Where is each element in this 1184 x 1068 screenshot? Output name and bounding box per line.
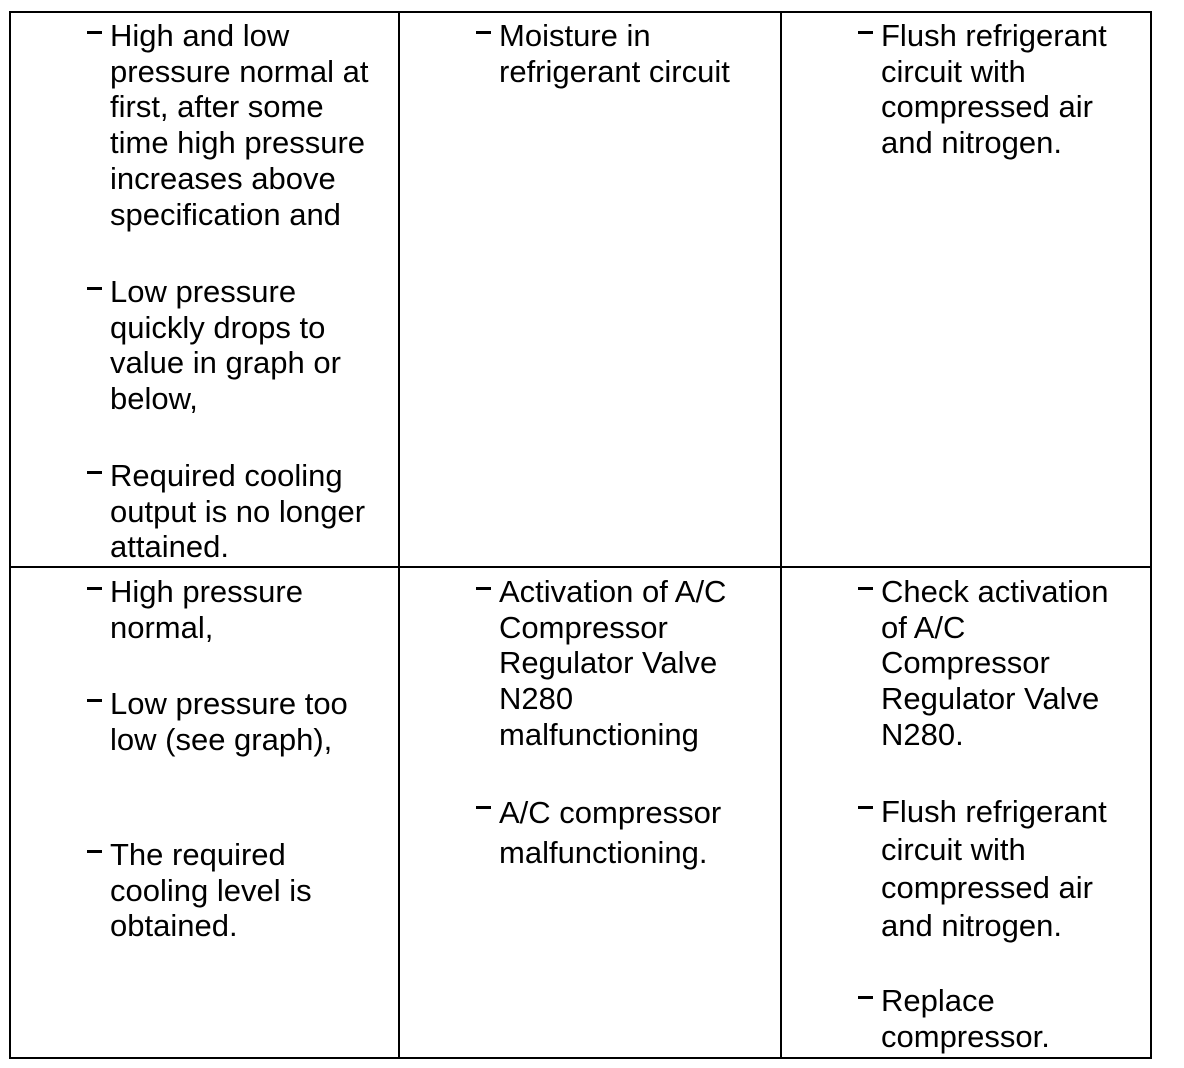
text-line: malfunctioning. xyxy=(499,835,708,870)
bullet-dash xyxy=(476,31,491,34)
text-line: time high pressure xyxy=(110,125,366,161)
text-line: Flush refrigerant xyxy=(881,18,1107,53)
text-line: cooling level is xyxy=(110,872,312,908)
text-line: increases above xyxy=(110,160,336,196)
text-line: compressed air xyxy=(881,870,1093,905)
bullet-dash xyxy=(858,587,873,590)
text-line: and nitrogen. xyxy=(881,908,1062,943)
text-line: Check activation xyxy=(881,574,1109,609)
text-line: Flush refrigerant xyxy=(881,794,1107,829)
text-line: Required cooling xyxy=(110,458,343,493)
text-line: Activation of A/C xyxy=(499,574,727,609)
bullet-dash xyxy=(858,806,873,809)
text-line: specification and xyxy=(110,196,341,232)
text-line: normal, xyxy=(110,609,214,645)
bullet-dash xyxy=(87,287,102,290)
text-line: malfunctioning xyxy=(499,716,699,752)
bullet-dash xyxy=(476,806,491,809)
column-divider-2 xyxy=(780,11,782,1059)
bullet-dash xyxy=(87,587,102,590)
text-line: Low pressure too xyxy=(110,686,348,721)
text-line: pressure normal at xyxy=(110,53,369,89)
text-line: output is no longer xyxy=(110,493,366,529)
bullet-dash xyxy=(858,31,873,34)
text-line: circuit with xyxy=(881,53,1026,89)
text-line: Low pressure xyxy=(110,274,297,309)
text-line: circuit with xyxy=(881,832,1026,867)
row-divider xyxy=(9,566,1152,568)
text-line: refrigerant circuit xyxy=(499,53,730,89)
bullet-dash xyxy=(87,699,102,702)
text-line: High and low xyxy=(110,18,290,53)
text-line: compressed air xyxy=(881,89,1093,125)
text-line: Regulator Valve xyxy=(881,681,1100,717)
table-border xyxy=(9,11,1152,1059)
text-line: Compressor xyxy=(499,609,668,645)
text-line: low (see graph), xyxy=(110,721,333,757)
text-line: value in graph or xyxy=(110,345,341,381)
text-line: Compressor xyxy=(881,645,1050,681)
text-line: Moisture in xyxy=(499,18,651,53)
text-line: The required xyxy=(110,837,286,872)
text-line: quickly drops to xyxy=(110,309,326,345)
bullet-dash xyxy=(858,996,873,999)
row-2-causes-item: A/C compressor malfunctioning. xyxy=(499,793,721,873)
text-line: of A/C xyxy=(881,609,966,645)
text-line: N280 xyxy=(499,681,574,717)
column-divider-1 xyxy=(398,11,400,1059)
bullet-dash xyxy=(87,471,102,474)
text-line: and nitrogen. xyxy=(881,125,1062,161)
text-line: first, after some xyxy=(110,89,324,125)
text-line: attained. xyxy=(110,529,229,565)
text-line: A/C compressor xyxy=(499,795,722,830)
bullet-dash xyxy=(87,31,102,34)
text-line: High pressure xyxy=(110,574,303,609)
text-line: obtained. xyxy=(110,908,238,944)
text-line: Replace xyxy=(881,983,995,1018)
bullet-dash xyxy=(87,850,102,853)
text-line: Regulator Valve xyxy=(499,645,718,681)
text-line: N280. xyxy=(881,716,964,752)
text-line: below, xyxy=(110,381,198,417)
text-line: compressor. xyxy=(881,1018,1050,1054)
bullet-dash xyxy=(476,587,491,590)
